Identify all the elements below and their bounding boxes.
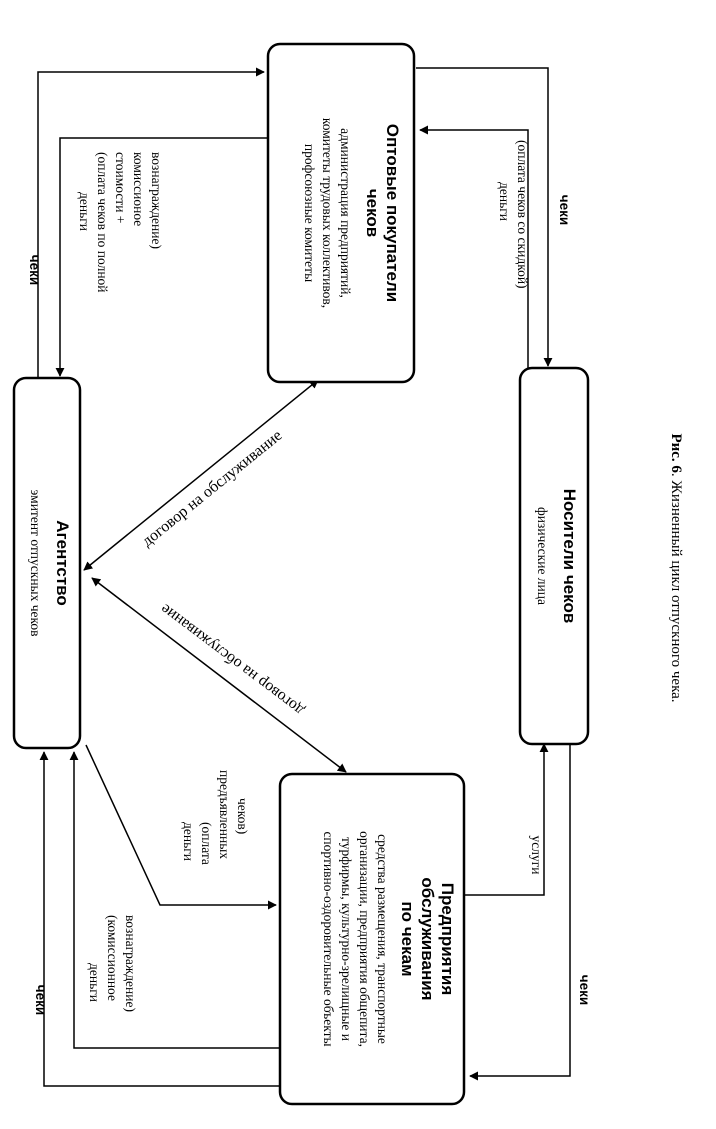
label-agency-wholesale-checks: чеки: [27, 255, 42, 285]
edge-agency-wholesale-contract: [83, 379, 319, 571]
service-subtitle-line-3: турфирмы, культурно-зрелищные и: [339, 837, 354, 1041]
edge-agency-wholesale-checks: [37, 67, 265, 380]
edge-holders-service-checks: [469, 744, 571, 1081]
service-subtitle-line-1: средства размещения, транспортные: [375, 834, 390, 1044]
label-agency-service-money: деньги (оплата предъявленных чеков): [181, 770, 250, 865]
node-agency: [12, 376, 82, 750]
svg-text:вознаграждение): вознаграждение): [149, 152, 164, 249]
edge-holders-wholesale-money: [419, 125, 529, 370]
svg-text:вознаграждение): вознаграждение): [123, 915, 138, 1012]
svg-text:Рис. 6. Жизненный цикл отпускн: Рис. 6. Жизненный цикл отпускного чека.: [668, 433, 684, 702]
wholesale-subtitle-line-3: профсоюзные комитеты: [302, 144, 317, 282]
svg-text:деньги: деньги: [497, 182, 512, 221]
service-text: Предприятия обслуживания по чекам средст…: [321, 831, 457, 1047]
edge-wholesale-agency-money: [55, 137, 270, 377]
svg-text:(комиссионное: (комиссионное: [105, 915, 120, 1001]
service-subtitle-line-2: организации, предприятия общепита,: [357, 831, 372, 1047]
label-service-agency-checks: чеки: [33, 985, 48, 1015]
service-title-line-3: по чекам: [398, 901, 417, 976]
wholesale-title-line-1: Оптовые покупатели: [383, 124, 402, 303]
wholesale-subtitle-line-2: комитеты трудовых коллективов,: [320, 118, 335, 308]
edge-agency-service-contract: [91, 577, 347, 773]
wholesale-text: Оптовые покупатели чеков администрация п…: [302, 118, 402, 308]
svg-text:предъявленных: предъявленных: [217, 770, 232, 859]
holders-title: Носители чеков: [560, 489, 579, 624]
label-wholesale-agency-money: деньги (оплата чеков по полной стоимости…: [77, 152, 164, 293]
svg-text:деньги: деньги: [77, 192, 92, 231]
figure-caption: Рис. 6. Жизненный цикл отпускного чека.: [668, 433, 684, 702]
holders-text: Носители чеков физические лица: [535, 489, 579, 624]
node-check-holders: [518, 366, 590, 746]
svg-text:чеков): чеков): [235, 798, 250, 834]
label-holders-service-checks: чеки: [577, 975, 592, 1005]
node-service-enterprises: [278, 772, 466, 1106]
label-agency-wholesale-contract: договор на обслуживание: [139, 427, 285, 550]
agency-text: Агентство эмитент отпускных чеков: [28, 489, 72, 636]
svg-text:(оплата чеков по полной: (оплата чеков по полной: [95, 152, 110, 293]
service-title-line-2: обслуживания: [418, 877, 437, 1000]
service-subtitle-line-4: спортивно-оздоровительные объекты: [321, 831, 336, 1046]
label-agency-service-contract: договор на обслуживание: [157, 600, 307, 719]
node-wholesale-buyers: [266, 42, 416, 384]
holders-subtitle: физические лица: [535, 507, 550, 605]
edge-service-holders-services: [462, 743, 549, 896]
caption-prefix: Рис. 6: [668, 433, 684, 473]
label-service-agency-money: деньги (комиссионное вознаграждение): [87, 915, 138, 1012]
svg-text:(оплата чеков со скидкой): (оплата чеков со скидкой): [515, 140, 530, 289]
svg-text:комиссионое: комиссионое: [131, 152, 146, 226]
agency-subtitle: эмитент отпускных чеков: [28, 489, 43, 636]
svg-text:(оплата: (оплата: [199, 822, 214, 865]
edge-service-agency-checks: [39, 751, 282, 1087]
edge-wholesale-holders-checks: [416, 67, 553, 367]
caption-text: . Жизненный цикл отпускного чека.: [668, 473, 684, 703]
edge-service-agency-money: [69, 751, 282, 1049]
edge-agency-service-money: [85, 744, 277, 910]
svg-text:деньги: деньги: [181, 822, 196, 861]
wholesale-title-line-2: чеков: [363, 189, 382, 237]
svg-text:деньги: деньги: [87, 963, 102, 1002]
wholesale-subtitle-line-1: администрация предприятий,: [338, 128, 353, 298]
agency-title: Агентство: [53, 520, 72, 606]
label-holders-wholesale-money: деньги (оплата чеков со скидкой): [497, 140, 530, 289]
svg-text:стоимости +: стоимости +: [113, 152, 128, 223]
label-service-holders-services: услуги: [529, 836, 544, 875]
label-wholesale-holders-checks: чеки: [557, 195, 572, 225]
service-title-line-1: Предприятия: [438, 883, 457, 996]
